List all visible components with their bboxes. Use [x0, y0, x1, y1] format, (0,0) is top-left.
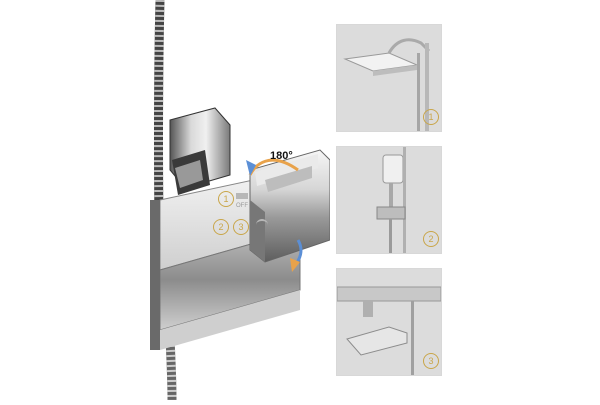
handshower-symbol-icon [256, 219, 268, 229]
marker-3-badge: 3 [233, 219, 249, 235]
panel-2-number: 2 [423, 231, 439, 247]
panel-overhead-shower: 1 [336, 24, 442, 132]
diverter-knob [249, 149, 331, 263]
off-label: OFF [236, 203, 248, 209]
overhead-symbol-icon [236, 193, 248, 199]
rotation-arrow [246, 158, 303, 272]
mixer-photo: 180° 1 OFF 2 3 [150, 0, 331, 401]
rotation-degrees: 180° [270, 150, 293, 162]
panel-tub-spout: 3 [336, 268, 442, 376]
marker-1-badge: 1 [218, 191, 234, 207]
panel-3-number: 3 [423, 353, 439, 369]
panel-hand-shower: 2 [336, 146, 442, 254]
wall-connector [169, 107, 231, 195]
marker-2-badge: 2 [213, 219, 229, 235]
panel-1-number: 1 [423, 109, 439, 125]
